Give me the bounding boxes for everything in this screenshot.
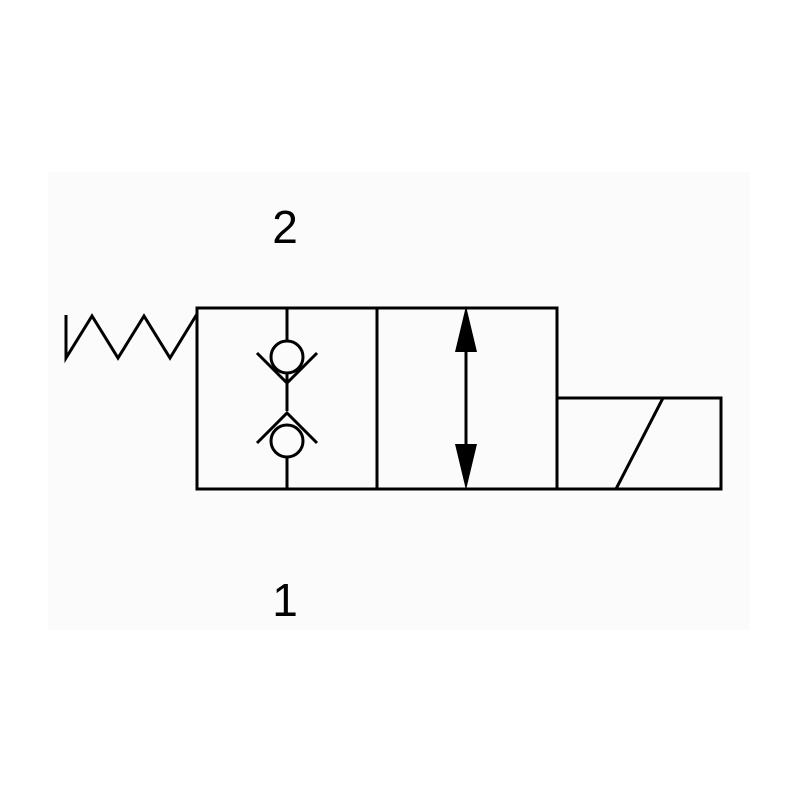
port-label-2: 2 xyxy=(272,201,298,253)
port-label-1: 1 xyxy=(272,574,298,626)
check-ball-lower xyxy=(269,423,305,459)
solenoid-actuator xyxy=(555,396,723,491)
check-seat-lower xyxy=(255,410,319,445)
spring-symbol xyxy=(64,313,199,364)
solenoid-winding xyxy=(614,397,665,490)
arrow-down-icon xyxy=(455,444,477,490)
check-ball-upper xyxy=(269,339,305,375)
arrow-up-icon xyxy=(455,306,477,352)
diagram-background xyxy=(48,172,750,630)
